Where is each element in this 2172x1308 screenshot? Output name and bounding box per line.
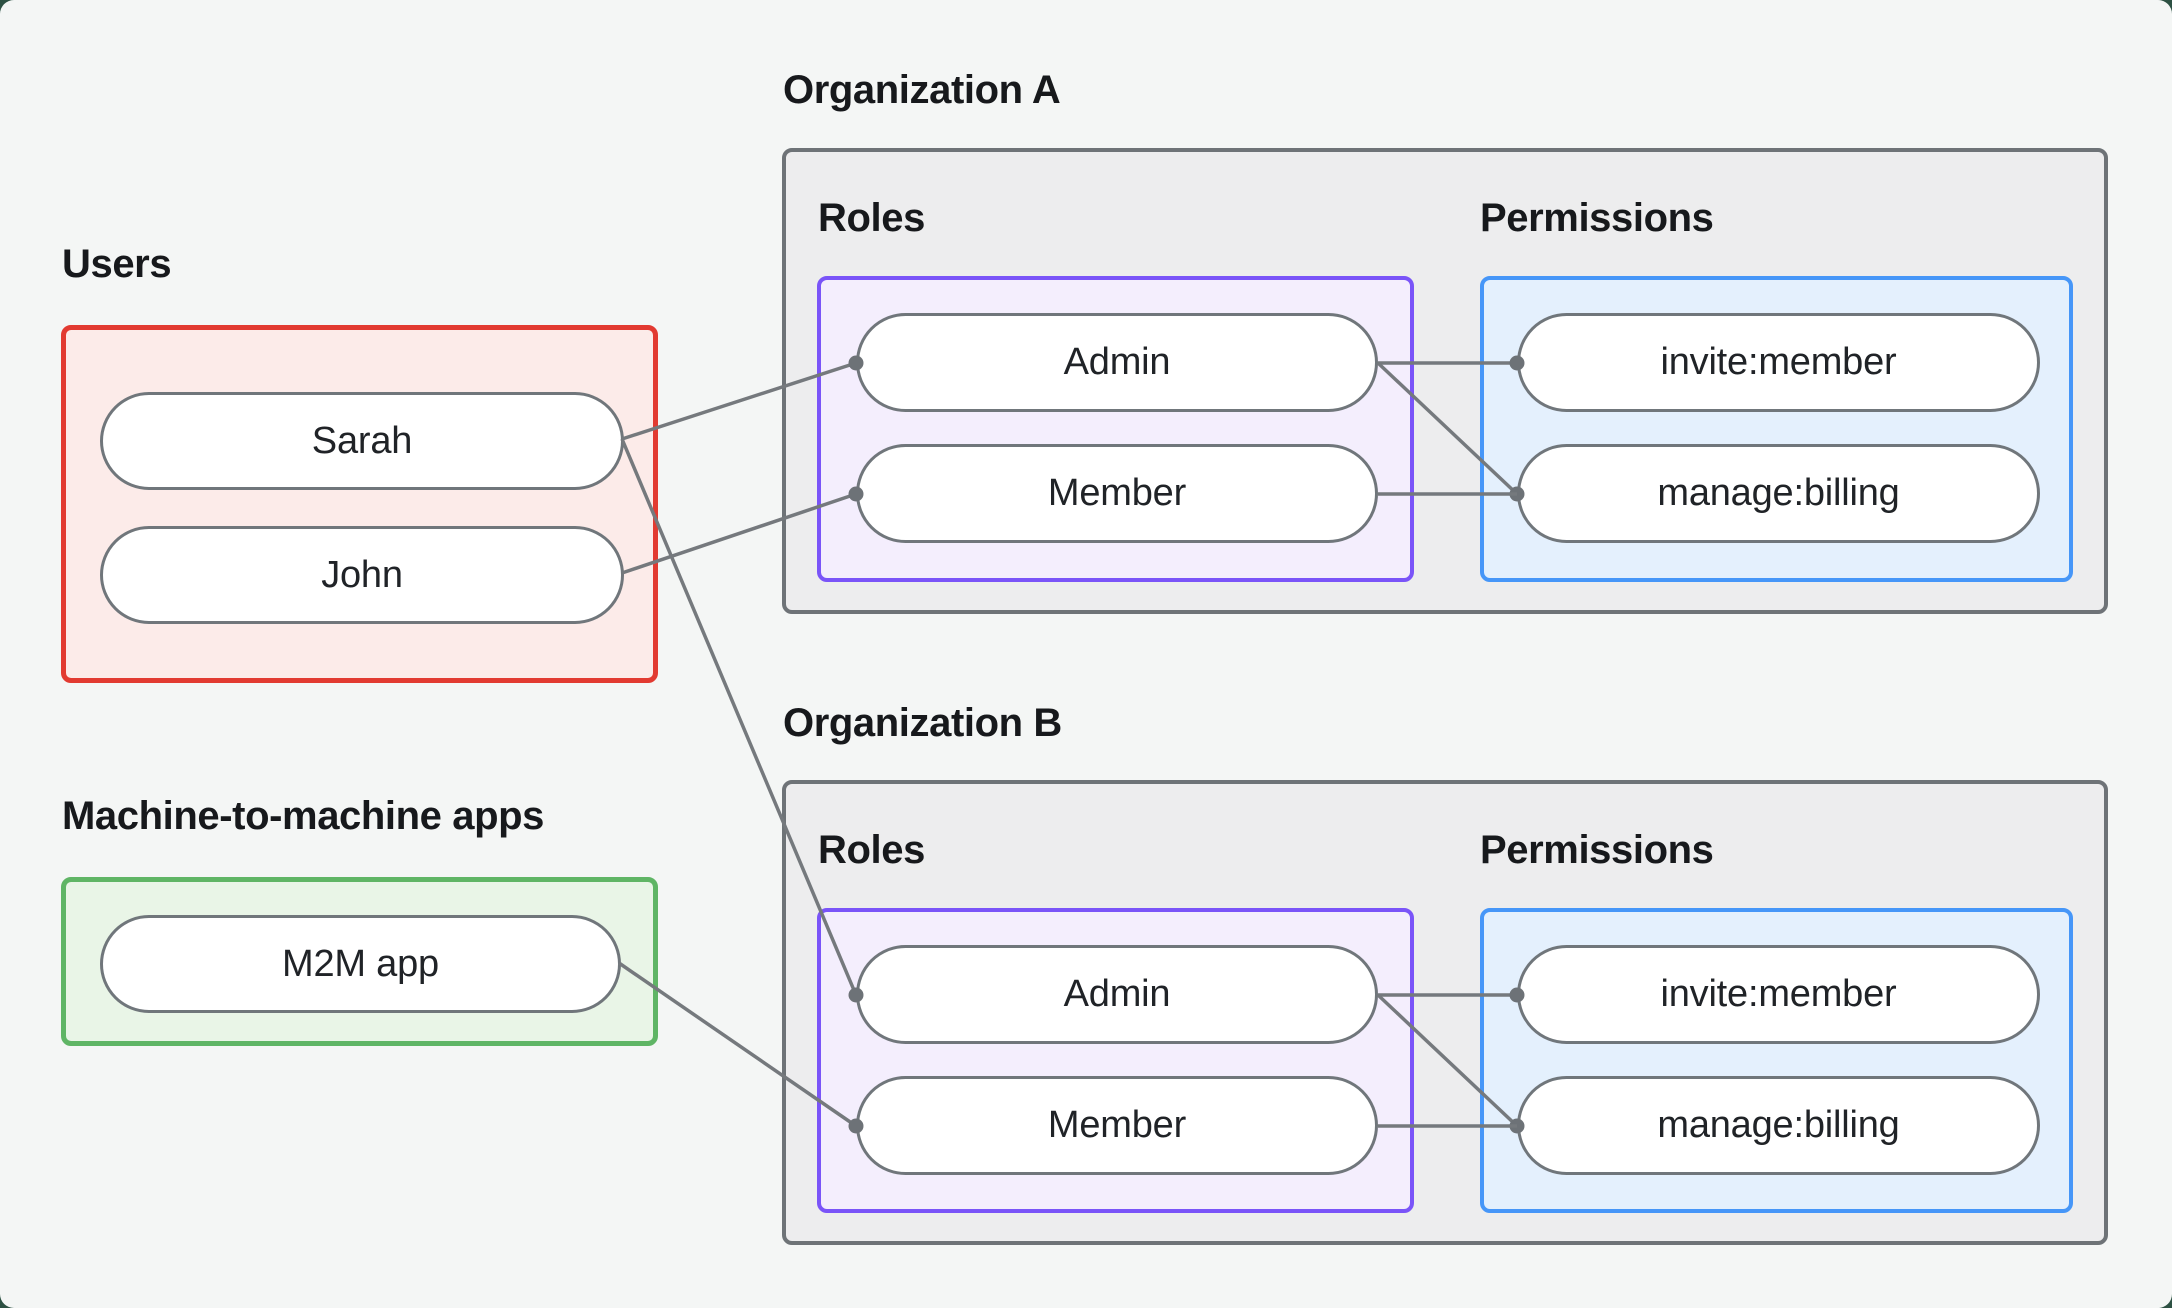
org-b-roles-box: Admin Member bbox=[817, 908, 1414, 1213]
org-b-permissions-label: Permissions bbox=[1480, 828, 1714, 872]
org-b-roles-label: Roles bbox=[818, 828, 925, 872]
m2m-section-label: Machine-to-machine apps bbox=[62, 794, 544, 838]
org-a-permission-manage-label: manage:billing bbox=[1657, 472, 1900, 514]
org-a-permission-pill-manage-billing: manage:billing bbox=[1517, 444, 2040, 543]
user-pill-sarah-label: Sarah bbox=[311, 419, 413, 462]
m2m-app-pill-label: M2M app bbox=[281, 942, 439, 985]
org-a-role-member-label: Member bbox=[1047, 472, 1187, 514]
org-a-roles-label: Roles bbox=[818, 196, 925, 240]
org-b-role-pill-admin: Admin bbox=[856, 945, 1378, 1044]
user-pill-john-label: John bbox=[321, 553, 403, 596]
org-a-role-admin-label: Admin bbox=[1063, 341, 1171, 383]
org-b-permission-pill-invite-member: invite:member bbox=[1517, 945, 2040, 1044]
org-b-role-admin-label: Admin bbox=[1063, 973, 1171, 1015]
org-a-permission-invite-label: invite:member bbox=[1660, 341, 1897, 383]
org-a-permission-pill-invite-member: invite:member bbox=[1517, 313, 2040, 412]
org-a-permissions-box: invite:member manage:billing bbox=[1480, 276, 2073, 582]
org-b-permission-invite-label: invite:member bbox=[1660, 973, 1897, 1015]
org-b-role-member-label: Member bbox=[1047, 1104, 1187, 1146]
org-b-permissions-box: invite:member manage:billing bbox=[1480, 908, 2073, 1213]
users-section-label: Users bbox=[62, 242, 172, 286]
org-b-permission-pill-manage-billing: manage:billing bbox=[1517, 1076, 2040, 1175]
org-a-box: Roles Permissions Admin Member invite:me… bbox=[782, 148, 2108, 614]
org-a-role-pill-admin: Admin bbox=[856, 313, 1378, 412]
user-pill-sarah: Sarah bbox=[100, 392, 624, 490]
user-pill-john: John bbox=[100, 526, 624, 624]
m2m-group-box: M2M app bbox=[61, 877, 658, 1046]
m2m-app-pill: M2M app bbox=[100, 915, 621, 1013]
org-b-box: Roles Permissions Admin Member invite:me… bbox=[782, 780, 2108, 1245]
org-a-role-pill-member: Member bbox=[856, 444, 1378, 543]
users-group-box: Sarah John bbox=[61, 325, 658, 683]
org-a-permissions-label: Permissions bbox=[1480, 196, 1714, 240]
org-b-role-pill-member: Member bbox=[856, 1076, 1378, 1175]
org-a-title: Organization A bbox=[783, 68, 1061, 112]
org-a-roles-box: Admin Member bbox=[817, 276, 1414, 582]
org-b-title: Organization B bbox=[783, 701, 1062, 745]
org-b-permission-manage-label: manage:billing bbox=[1657, 1104, 1900, 1146]
